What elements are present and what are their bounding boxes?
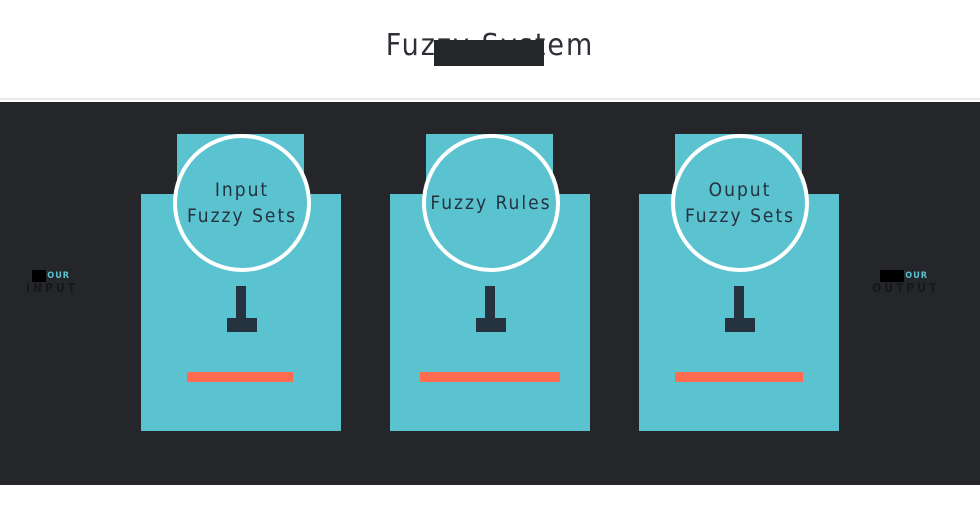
connector-stem	[485, 286, 495, 320]
card-label: Fuzzy Rules	[430, 192, 552, 214]
card-circle: Fuzzy Rules	[422, 134, 560, 272]
output-label-big: OUTPUT	[872, 281, 940, 295]
output-label: YOUR OUTPUT	[872, 270, 939, 294]
connector-stem	[236, 286, 246, 320]
progress-bar	[187, 372, 293, 382]
card-circle: Input Fuzzy Sets	[173, 134, 311, 272]
title-mask	[434, 40, 544, 66]
header-divider	[0, 98, 980, 100]
progress-bar	[420, 372, 560, 382]
card-fuzzy-rules: Fuzzy Rules	[390, 134, 590, 431]
card-label: Ouput Fuzzy Sets	[684, 179, 796, 227]
card-label: Input Fuzzy Sets	[186, 179, 298, 227]
input-label: YOUR INPUT	[26, 270, 78, 294]
input-mask	[32, 270, 46, 282]
card-input-fuzzy-sets: Input Fuzzy Sets	[141, 134, 341, 431]
output-label-small: YOUR	[898, 271, 928, 281]
input-label-big: INPUT	[26, 281, 79, 295]
connector-foot	[227, 318, 257, 332]
card-circle: Ouput Fuzzy Sets	[671, 134, 809, 272]
progress-bar	[675, 372, 803, 382]
connector-stem	[734, 286, 744, 320]
input-label-small: YOUR	[40, 271, 70, 281]
connector-foot	[476, 318, 506, 332]
card-output-fuzzy-sets: Ouput Fuzzy Sets	[639, 134, 839, 431]
output-mask	[880, 270, 904, 282]
connector-foot	[725, 318, 755, 332]
